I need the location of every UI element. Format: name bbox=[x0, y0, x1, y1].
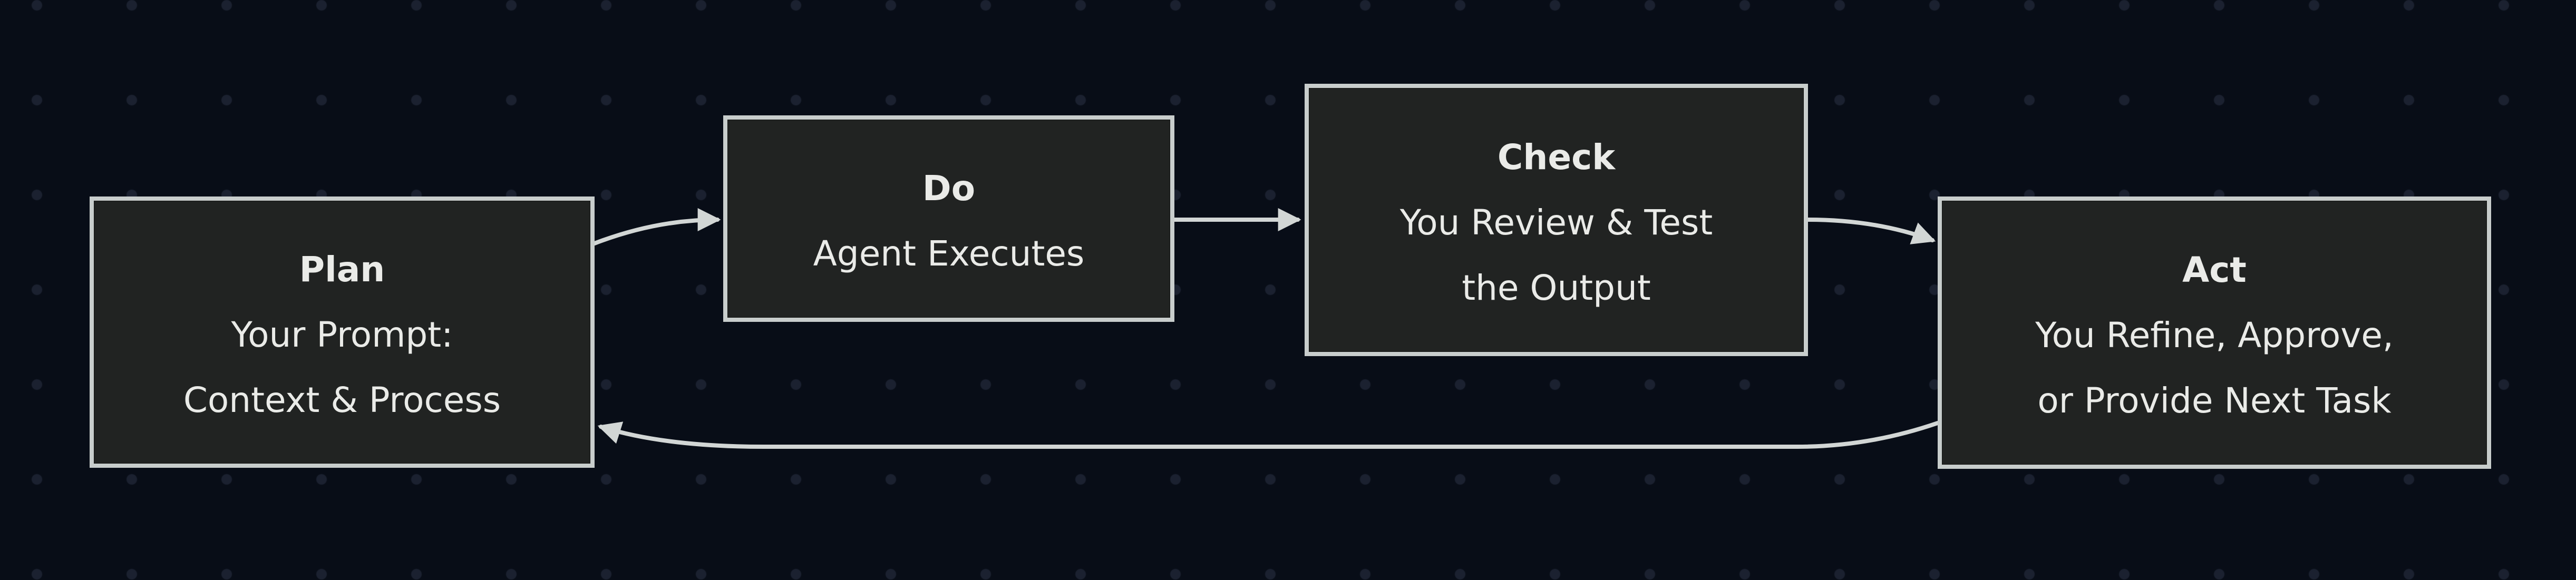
node-check[interactable]: Check You Review & Test the Output bbox=[1305, 84, 1808, 356]
node-act-line: You Refine, Approve, bbox=[2035, 314, 2394, 356]
arrow-check-to-act[interactable] bbox=[1806, 218, 1936, 244]
node-plan-line: Your Prompt: bbox=[231, 314, 453, 355]
node-do-title: Do bbox=[922, 168, 976, 209]
node-plan-line: Context & Process bbox=[183, 379, 501, 420]
node-check-line: You Review & Test bbox=[1399, 202, 1713, 243]
node-act[interactable]: Act You Refine, Approve, or Provide Next… bbox=[1938, 196, 2491, 469]
node-check-title: Check bbox=[1497, 136, 1616, 178]
node-check-line: the Output bbox=[1462, 267, 1651, 308]
arrow-plan-to-do[interactable] bbox=[592, 208, 721, 245]
node-act-title: Act bbox=[2182, 249, 2247, 290]
node-act-line: or Provide Next Task bbox=[2037, 380, 2392, 421]
node-plan-title: Plan bbox=[299, 249, 385, 290]
node-do-line: Agent Executes bbox=[813, 233, 1085, 274]
node-plan[interactable]: Plan Your Prompt: Context & Process bbox=[90, 196, 595, 468]
arrow-act-to-plan[interactable] bbox=[597, 421, 1940, 449]
node-do[interactable]: Do Agent Executes bbox=[723, 115, 1174, 322]
